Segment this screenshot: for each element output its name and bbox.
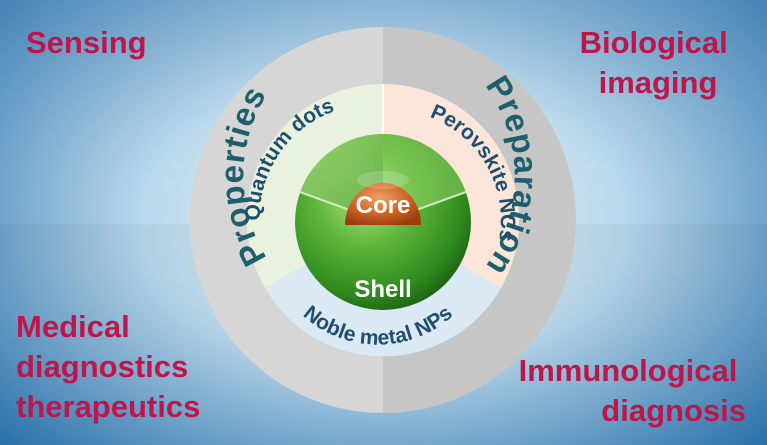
corner-top-left: Sensing — [26, 25, 147, 60]
corner-bottom-left: Medical diagnostics therapeutics — [16, 309, 200, 424]
core-label: Core — [356, 192, 411, 219]
corner-bottom-right-line-2: diagnosis — [601, 393, 746, 428]
corner-top-right-line-1: Biological — [580, 25, 728, 60]
corner-bottom-right: Immunological diagnosis — [519, 353, 746, 428]
corner-bottom-left-line-2: diagnostics — [16, 349, 188, 384]
core-highlight — [357, 171, 409, 189]
core-sphere — [345, 183, 421, 225]
corner-bottom-right-line-1: Immunological — [519, 353, 738, 388]
corner-top-left-line-1: Sensing — [26, 25, 147, 60]
corner-bottom-left-line-1: Medical — [16, 309, 130, 344]
corner-bottom-left-line-3: therapeutics — [16, 389, 200, 424]
corner-top-right-line-2: imaging — [599, 65, 718, 100]
corner-top-right: Biological imaging — [580, 25, 737, 100]
shell-label: Shell — [354, 276, 411, 303]
